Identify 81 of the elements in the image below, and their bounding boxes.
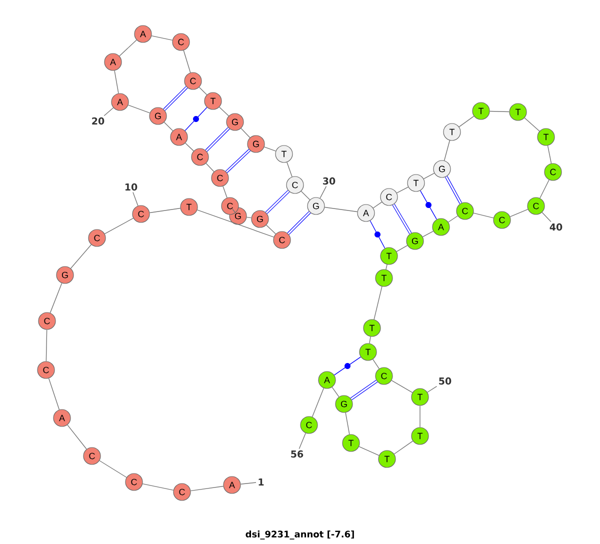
backbone-line bbox=[142, 483, 174, 491]
backbone-line bbox=[119, 40, 137, 56]
backbone-line bbox=[423, 172, 435, 180]
backbone-line bbox=[312, 388, 324, 418]
backbone-line bbox=[286, 162, 292, 178]
leader-line bbox=[427, 386, 438, 393]
base-pair-line bbox=[334, 356, 362, 376]
backbone-line bbox=[458, 116, 474, 128]
backbone-line bbox=[198, 86, 208, 96]
backbone-line bbox=[240, 128, 250, 138]
backbone-line bbox=[448, 216, 458, 222]
leader-line bbox=[542, 212, 552, 222]
backbone-line bbox=[67, 424, 87, 450]
base-pair-line bbox=[445, 176, 462, 204]
base-pair-line bbox=[225, 149, 251, 173]
base-pair-line bbox=[392, 204, 412, 234]
backbone-line bbox=[374, 286, 382, 320]
backbone-line bbox=[46, 329, 48, 362]
backbone-line bbox=[48, 378, 60, 410]
backbone-line bbox=[396, 186, 409, 194]
base-pair-line bbox=[265, 190, 290, 214]
backbone-line bbox=[99, 460, 127, 478]
backbone-line bbox=[266, 224, 276, 234]
position-number: 30 bbox=[323, 177, 336, 185]
backbone-line bbox=[185, 142, 194, 152]
base-pair-line bbox=[370, 220, 386, 249]
backbone-line bbox=[422, 230, 434, 238]
position-number: 20 bbox=[92, 117, 104, 125]
base-pair-line bbox=[163, 86, 188, 111]
backbone-line bbox=[540, 180, 550, 198]
backbone-line bbox=[70, 244, 92, 269]
backbone-line bbox=[391, 380, 413, 393]
base-pair-line bbox=[287, 211, 311, 235]
backbone-line bbox=[510, 209, 528, 217]
backbone-line bbox=[524, 118, 540, 132]
backbone-line bbox=[104, 218, 134, 234]
backbone-line bbox=[369, 336, 371, 344]
backbone-line bbox=[128, 104, 150, 114]
leader-line bbox=[298, 432, 306, 450]
backbone-line bbox=[444, 140, 450, 161]
backbone-line bbox=[345, 412, 350, 435]
backbone-line bbox=[183, 50, 191, 73]
title: dsi_9231_annot [-7.6] bbox=[246, 530, 354, 540]
backbone-line bbox=[232, 208, 236, 214]
position-number: 10 bbox=[125, 183, 138, 191]
leader-line bbox=[320, 186, 327, 199]
backbone-line bbox=[396, 245, 408, 252]
backbone-line bbox=[222, 186, 228, 198]
leader-line bbox=[104, 107, 114, 116]
backbone-line bbox=[264, 146, 276, 152]
backbone-line bbox=[394, 440, 414, 454]
leader-line bbox=[132, 192, 138, 206]
position-number: 56 bbox=[291, 450, 304, 458]
position-number: 1 bbox=[258, 478, 264, 486]
backbone-line bbox=[149, 208, 181, 214]
base-pair-line bbox=[205, 127, 230, 152]
backbone-line bbox=[151, 35, 173, 41]
backbone-line bbox=[332, 386, 340, 398]
backbone-line bbox=[206, 163, 214, 172]
backbone-line bbox=[358, 446, 380, 456]
position-number: 40 bbox=[550, 223, 562, 231]
backbone-line bbox=[114, 70, 119, 94]
backbone-line bbox=[50, 282, 62, 314]
backbone-line bbox=[372, 202, 382, 208]
backbone-line bbox=[386, 264, 388, 270]
backbone-line bbox=[324, 206, 358, 212]
backbone-line bbox=[372, 358, 380, 370]
backbone-line bbox=[164, 122, 174, 132]
base-pair-line bbox=[420, 190, 437, 220]
leader-line bbox=[240, 482, 256, 484]
backbone-line bbox=[300, 190, 310, 200]
backbone-line bbox=[219, 106, 229, 116]
backbone-line bbox=[196, 210, 274, 238]
backbone-line bbox=[547, 145, 552, 164]
backbone-line bbox=[473, 212, 494, 218]
backbone-line bbox=[246, 216, 252, 218]
backbone-line bbox=[190, 486, 224, 492]
base-pair-line bbox=[350, 380, 378, 400]
base-pair-line bbox=[184, 107, 208, 131]
backbone-line bbox=[489, 110, 510, 112]
position-number: 50 bbox=[439, 377, 452, 385]
